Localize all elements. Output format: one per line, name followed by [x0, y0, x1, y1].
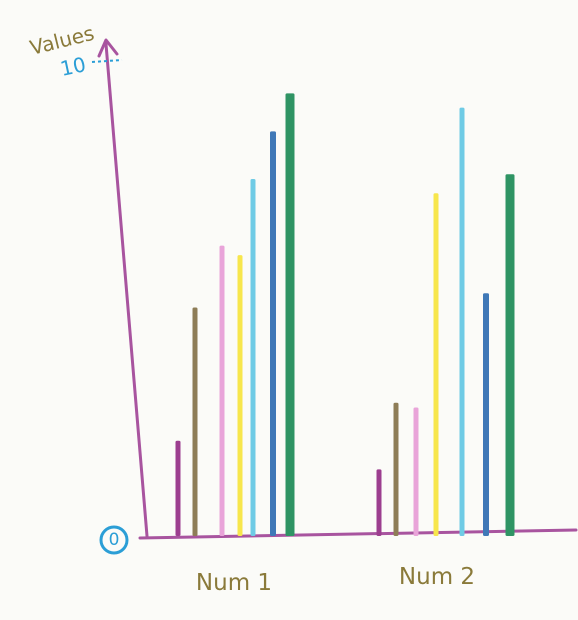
- x-category-label: Num 2: [399, 564, 475, 590]
- bar: [459, 107, 465, 536]
- bar: [376, 469, 382, 536]
- y-axis-line: [104, 42, 149, 538]
- bar: [270, 131, 276, 536]
- y-axis-arrow: [97, 38, 119, 58]
- x-category-label: Num 1: [196, 570, 272, 596]
- bars: [175, 93, 515, 537]
- bar: [237, 255, 243, 536]
- origin-zero-marker: [99, 525, 129, 555]
- bar: [413, 407, 419, 536]
- bar: [192, 307, 198, 536]
- bar: [505, 174, 515, 537]
- bar: [250, 179, 256, 536]
- y-tick-label-top: 10: [58, 52, 88, 81]
- x-axis-line: [138, 528, 578, 540]
- y-axis-label: Values: [27, 21, 96, 60]
- bar: [393, 402, 399, 536]
- axes: [91, 38, 578, 555]
- bar: [219, 245, 225, 536]
- y-tick-mark-top: [91, 59, 123, 63]
- bar: [175, 440, 181, 536]
- bar: [433, 193, 439, 536]
- bar: [483, 293, 489, 536]
- bar: [285, 93, 295, 536]
- y-tick-label-zero: 0: [109, 530, 120, 550]
